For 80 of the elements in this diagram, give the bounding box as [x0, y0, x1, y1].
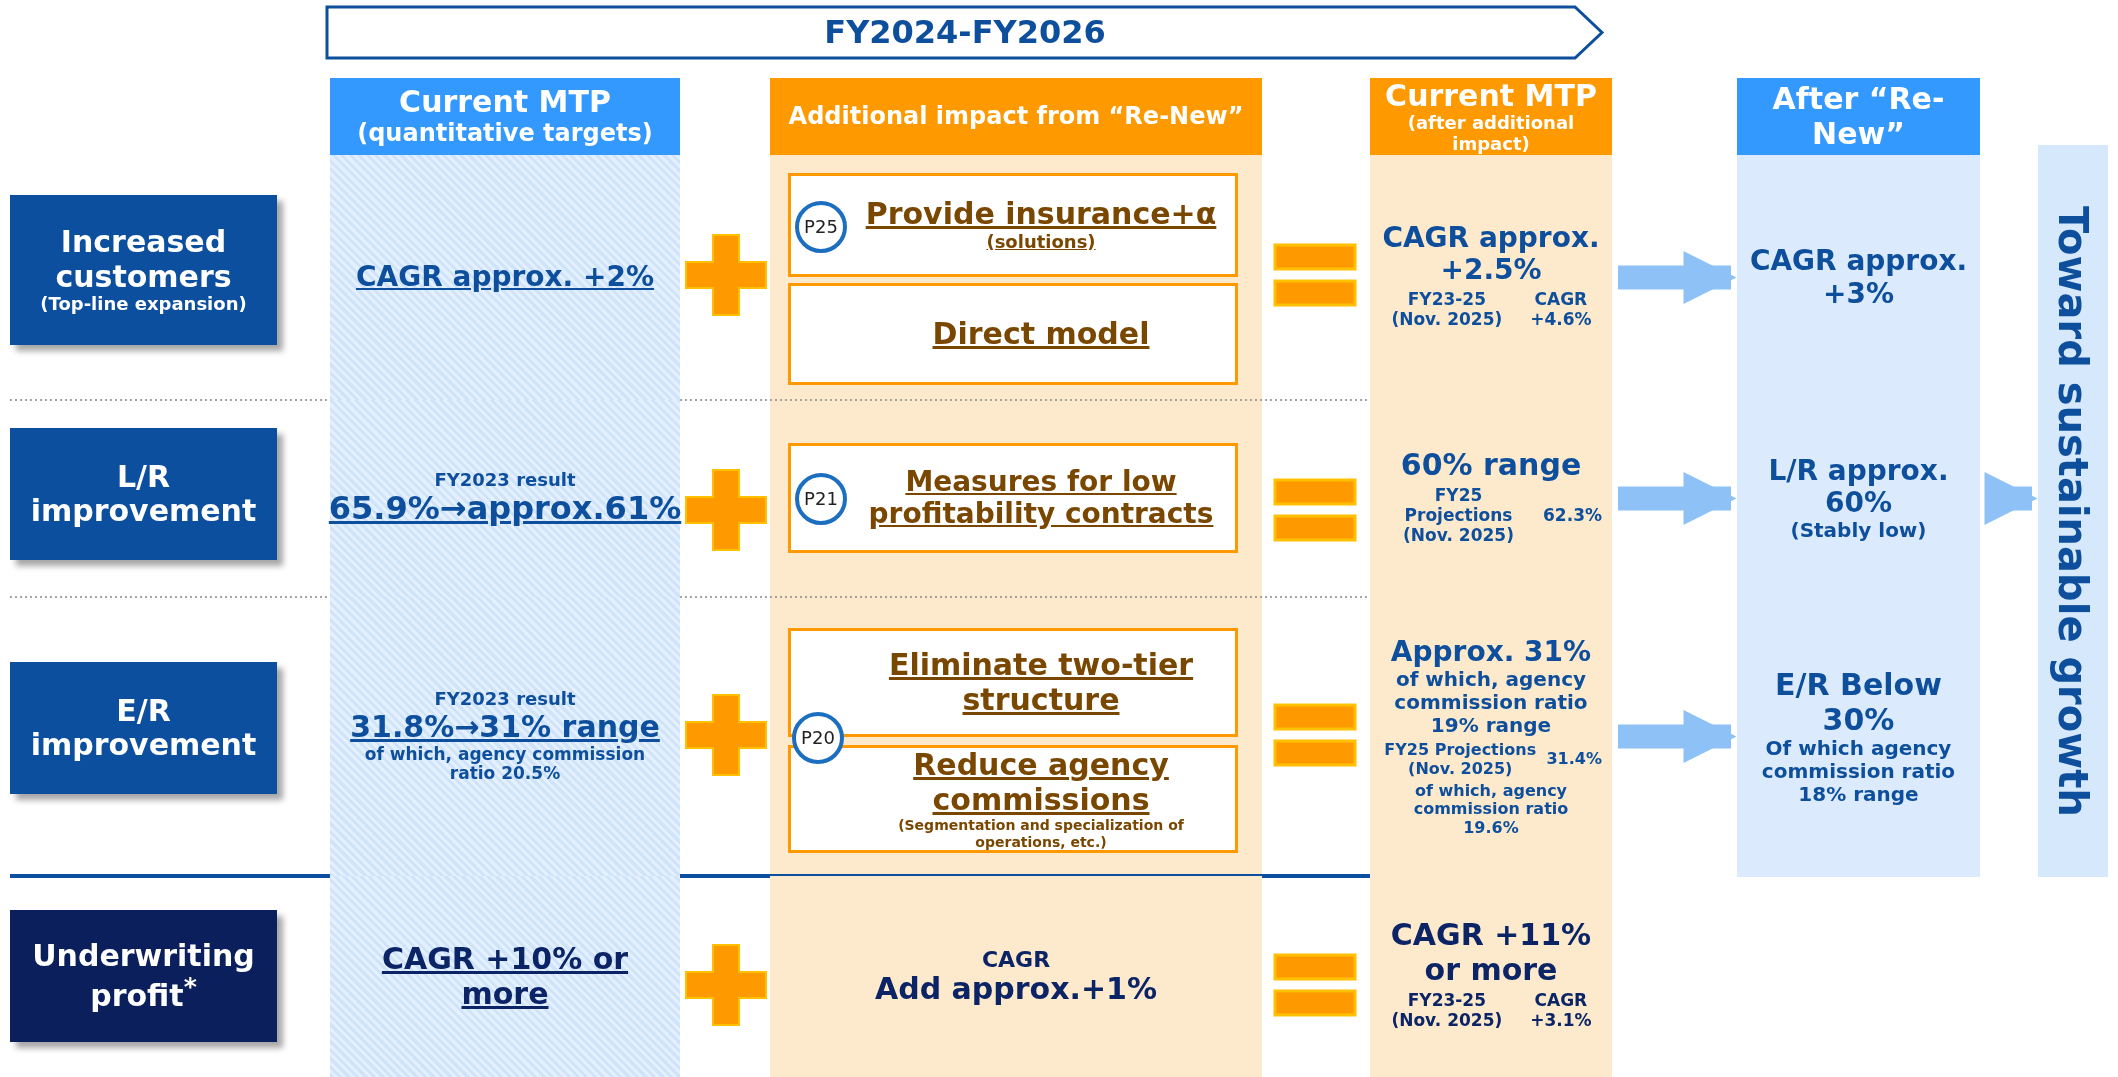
- category-box: [10, 662, 277, 794]
- value-text: CAGR approx. +3%: [1748, 245, 1969, 310]
- value-text: of which, agency commission ratio 20.5%: [363, 744, 647, 784]
- goal-cell: [1737, 155, 1980, 400]
- subtitle-text: (Segmentation and specialization of operations, etc.): [897, 817, 1185, 850]
- target-cell: [330, 400, 680, 597]
- category-label: Increased customers: [54, 225, 233, 295]
- value-text: FY2023 result: [434, 469, 576, 491]
- category-label: Underwriting profit$^{*}$: [31, 938, 256, 1014]
- value-text: L/R approx. 60%: [1767, 454, 1950, 520]
- value-text: of which, agency commission ratio: [1412, 781, 1570, 819]
- vertical-banner: [2038, 145, 2108, 877]
- header-text: Additional impact from “Re-New”: [788, 102, 1244, 131]
- measure-text: Direct model: [932, 316, 1150, 352]
- measure-box: [788, 745, 1238, 853]
- subtitle-text: (Top-line expansion): [40, 294, 247, 315]
- value-text: E/R Below 30%: [1774, 668, 1943, 737]
- value-text: FY2023 result: [434, 689, 576, 711]
- value-text: FY23-25 (Nov. 2025): [1390, 991, 1504, 1031]
- value-text: CAGR +10% or more: [380, 942, 630, 1011]
- goal-cell: [1737, 597, 1980, 877]
- header-text: After “Re-New”: [1771, 82, 1946, 151]
- subtitle-text: (after additional impact): [1406, 113, 1576, 155]
- result-cell: [1370, 155, 1612, 400]
- target-cell: [330, 155, 680, 400]
- column-header: [770, 78, 1262, 155]
- category-label: L/R improvement: [29, 459, 258, 529]
- category-box: [10, 195, 277, 345]
- value-text: FY25 Projections (Nov. 2025): [1402, 486, 1515, 546]
- value-text: Approx. 31%: [1390, 635, 1592, 669]
- arrow: [1618, 251, 1737, 304]
- category-label: E/R improvement: [29, 693, 258, 763]
- measure-box: [788, 173, 1238, 277]
- header-text: Current MTP: [1385, 78, 1597, 114]
- column-header: [1737, 78, 1980, 155]
- page-reference-circle: [795, 473, 847, 525]
- value-text: 62.3%: [1543, 505, 1602, 526]
- impact-cell: [770, 876, 1262, 1077]
- arrow: [1984, 472, 2038, 525]
- target-cell: [330, 876, 680, 1077]
- target-cell: [330, 597, 680, 876]
- value-text: 19.6%: [1463, 818, 1519, 838]
- header-text: Current MTP: [399, 85, 611, 120]
- value-text: CAGR approx. +2%: [356, 261, 654, 294]
- measure-text: Measures for low profitability contracts: [867, 465, 1215, 531]
- value-text: CAGR +3.1%: [1529, 991, 1593, 1031]
- value-text: of which, agency commission ratio 19% range: [1393, 668, 1589, 738]
- value-text: FY23-25 (Nov. 2025): [1390, 290, 1504, 330]
- arrow: [1618, 472, 1737, 525]
- value-text: 31.8%→31% range: [350, 710, 660, 745]
- page-number: P25: [804, 216, 838, 238]
- page-number: P21: [804, 488, 838, 510]
- subtitle-text: (quantitative targets): [357, 119, 653, 148]
- result-cell: [1370, 876, 1612, 1077]
- value-text: 60% range: [1400, 447, 1582, 483]
- period-label: FY2024-FY2026: [824, 14, 1106, 51]
- page-reference-circle: [795, 201, 847, 253]
- value-text: 31.4%: [1546, 750, 1602, 769]
- category-box: [10, 910, 277, 1042]
- value-text: (Stably low): [1790, 519, 1927, 543]
- value-text: CAGR approx. +2.5%: [1381, 221, 1601, 287]
- category-box: [10, 428, 277, 560]
- value-text: Of which agency commission ratio 18% range: [1760, 737, 1957, 806]
- banner-text: Toward sustainable growth: [2050, 205, 2096, 817]
- measure-box: [788, 283, 1238, 385]
- value-text: CAGR: [981, 946, 1051, 972]
- column-header: [1370, 78, 1612, 155]
- value-text: Add approx.+1%: [875, 971, 1157, 1007]
- measure-text: Eliminate two-tier structure: [887, 648, 1195, 717]
- measure-text: Reduce agency commissions: [912, 748, 1170, 818]
- value-text: FY25 Projections (Nov. 2025): [1383, 741, 1538, 778]
- value-text: CAGR +4.6%: [1529, 290, 1593, 330]
- measure-text: Provide insurance+α: [865, 197, 1217, 232]
- subtitle-text: (solutions): [986, 231, 1096, 253]
- column-header: [330, 78, 680, 155]
- page-number: P20: [801, 727, 835, 749]
- value-text: CAGR +11% or more: [1389, 918, 1593, 988]
- arrow: [1618, 710, 1737, 763]
- measure-box: [788, 443, 1238, 553]
- value-text: 65.9%→approx.61%: [328, 490, 682, 528]
